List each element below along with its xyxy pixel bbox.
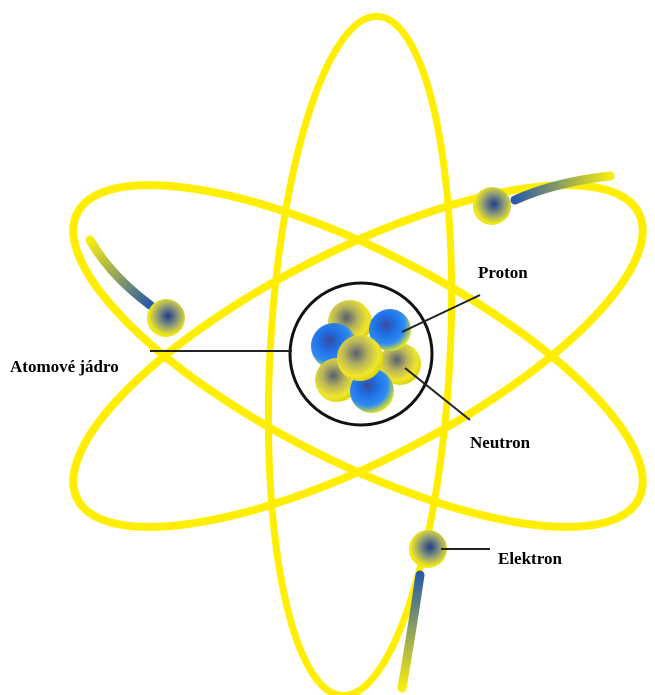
electron-trails bbox=[90, 176, 610, 688]
label-nucleus: Atomové jádro bbox=[10, 357, 119, 376]
label-proton: Proton bbox=[478, 263, 528, 282]
electron-left bbox=[147, 299, 185, 337]
electron-top-right bbox=[473, 187, 511, 225]
label-electron: Elektron bbox=[498, 549, 562, 568]
label-neutron: Neutron bbox=[470, 433, 531, 452]
neutron-particle bbox=[337, 335, 383, 381]
